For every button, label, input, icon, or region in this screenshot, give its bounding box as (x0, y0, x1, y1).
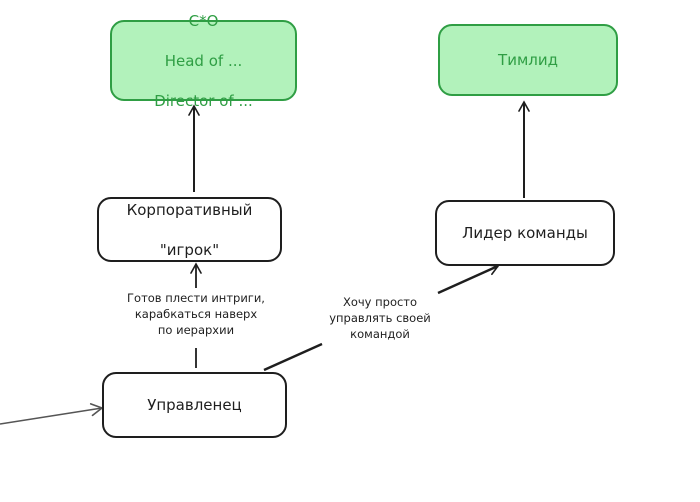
node-manager-label: Управленец (147, 396, 242, 414)
node-cxo-line: Director of ... (154, 91, 253, 110)
arrow-manager-to-leader-upper (437, 264, 500, 295)
arrow-manager-to-leader-lower (263, 342, 323, 372)
node-teamlead[interactable]: Тимлид (438, 24, 618, 96)
node-corporate-player[interactable]: Корпоративный "игрок" (97, 197, 282, 262)
node-cxo-text: C*O Head of ... Director of ... (154, 0, 253, 131)
node-corporate-player-line: "игрок" (159, 240, 220, 259)
node-corporate-player-line: Корпоративный (126, 200, 253, 219)
node-corporate-player-text: Корпоративный "игрок" (127, 180, 253, 280)
edge-label-manage-team: Хочу просто управлять своей командой (322, 294, 438, 342)
node-teamlead-label: Тимлид (498, 51, 558, 69)
node-cxo-line: Head of ... (164, 51, 243, 70)
node-team-leader-label: Лидер команды (462, 224, 588, 242)
node-cxo-line: C*O (188, 11, 219, 30)
arrow-incoming-to-manager (0, 403, 104, 425)
node-team-leader[interactable]: Лидер команды (435, 200, 615, 266)
edge-label-intrigue: Готов плести интриги, карабкаться наверх… (110, 290, 282, 338)
node-manager[interactable]: Управленец (102, 372, 287, 438)
node-cxo[interactable]: C*O Head of ... Director of ... (110, 12, 297, 110)
